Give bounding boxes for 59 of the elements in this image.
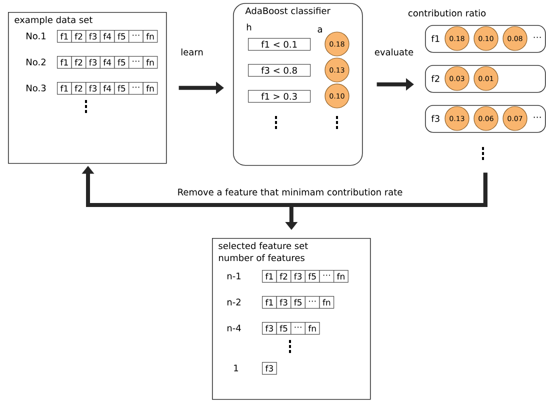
panel-title: number of features: [219, 254, 304, 262]
feature-cell: f3: [262, 322, 277, 335]
ellipsis: ⋯: [534, 116, 541, 118]
feature-cell: fn: [142, 82, 158, 95]
feature-cell: f3: [290, 270, 306, 283]
ellipsis: ⋯: [534, 36, 541, 38]
row-label: f1: [431, 35, 440, 42]
edge-label: Remove a feature that minimam contribution rate: [176, 188, 404, 196]
feature-cell: f5: [114, 30, 130, 43]
feature-cell: f5: [114, 56, 130, 69]
feature-cell: f4: [100, 82, 115, 95]
edge-label: evaluate: [373, 48, 415, 56]
feature-cell: f5: [290, 296, 306, 309]
feature-cell: f5: [304, 270, 320, 283]
feature-cell: f3: [262, 362, 277, 375]
panel-title: selected feature set: [218, 242, 308, 250]
feature-cell: fn: [319, 296, 334, 309]
feature-cell: ⋯: [128, 56, 144, 69]
edge-label: learn: [180, 48, 204, 56]
feature-cell: f5: [276, 322, 292, 335]
feature-cell: f1: [262, 296, 277, 309]
feature-cell: f1: [57, 82, 72, 95]
row-number: No.2: [26, 58, 46, 66]
feature-cell: fn: [142, 56, 158, 69]
panel-title: example data set: [14, 16, 92, 25]
feature-cell: f4: [100, 30, 115, 43]
feature-cell: ⋯: [304, 296, 320, 309]
feature-cell: f2: [276, 270, 292, 283]
feature-cell: f3: [86, 30, 100, 43]
row-count: n-4: [227, 324, 241, 332]
row-number: No.3: [26, 84, 46, 92]
feature-cell: fn: [334, 270, 348, 283]
feature-cell: f3: [86, 56, 100, 69]
feature-cell: f1: [57, 30, 72, 43]
column-heading: contribution ratio: [408, 10, 486, 16]
feature-cell: ⋯: [128, 30, 144, 43]
feature-cell: ⋯: [290, 322, 306, 335]
feature-cell: f3: [86, 82, 100, 95]
row-label: f2: [431, 75, 440, 82]
feature-cell: f5: [114, 82, 130, 95]
feature-cell: fn: [304, 322, 320, 335]
feature-cell: ⋯: [319, 270, 334, 283]
feature-cell: f1: [262, 270, 277, 283]
row-number: No.1: [26, 32, 46, 40]
feature-cell: fn: [142, 30, 158, 43]
feature-cell: ⋯: [128, 82, 144, 95]
feature-cell: f2: [71, 82, 86, 95]
feature-cell: f1: [57, 56, 72, 69]
row-count: n-1: [227, 272, 241, 280]
row-label: f3: [431, 115, 440, 122]
row-count: 1: [234, 364, 238, 372]
column-heading: h: [246, 24, 252, 30]
row-count: n-2: [227, 298, 240, 306]
feature-cell: f3: [276, 296, 292, 309]
feature-cell: f2: [71, 30, 86, 43]
panel-title: AdaBoost classifier: [245, 7, 330, 14]
feature-cell: f4: [100, 56, 115, 69]
column-heading: a: [318, 27, 322, 33]
feature-cell: f2: [71, 56, 86, 69]
